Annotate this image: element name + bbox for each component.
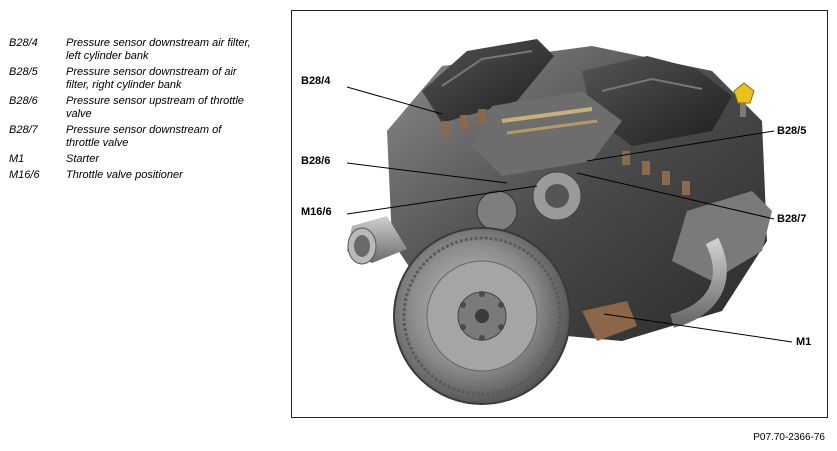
- legend-row-m1: M1 Starter: [9, 153, 269, 166]
- legend-code: B28/5: [9, 66, 38, 78]
- legend-row-m16-6: M16/6 Throttle valve positioner: [9, 169, 269, 182]
- callout-m1: M1: [796, 336, 812, 348]
- component-legend: B28/4 Pressure sensor downstream air fil…: [9, 37, 269, 185]
- callout-b28-4: B28/4: [301, 75, 331, 87]
- legend-row-b28-5: B28/5 Pressure sensor downstream of air …: [9, 66, 269, 92]
- callout-b28-7: B28/7: [777, 213, 807, 225]
- figure-reference-number: P07.70-2366-76: [753, 432, 825, 443]
- legend-row-b28-6: B28/6 Pressure sensor upstream of thrott…: [9, 95, 269, 121]
- legend-description: Starter: [66, 153, 100, 165]
- callout-b28-6: B28/6: [301, 155, 331, 167]
- engine-illustration: [346, 39, 793, 405]
- callout-b28-5: B28/5: [777, 125, 807, 137]
- legend-description: Pressure sensor downstream of air filter…: [66, 66, 237, 91]
- legend-description: Pressure sensor downstream of throttle v…: [66, 124, 222, 149]
- legend-description: Throttle valve positioner: [66, 169, 183, 181]
- leader-lines: [346, 86, 793, 343]
- legend-description: Pressure sensor upstream of throttle val…: [66, 95, 244, 120]
- legend-code: B28/4: [9, 37, 38, 49]
- legend-description: Pressure sensor downstream air filter, l…: [66, 37, 251, 62]
- flywheel: [393, 227, 571, 405]
- legend-code: B28/6: [9, 95, 38, 107]
- legend-row-b28-7: B28/7 Pressure sensor downstream of thro…: [9, 124, 269, 150]
- legend-code: M16/6: [9, 169, 40, 181]
- legend-code: M1: [9, 153, 25, 165]
- legend-row-b28-4: B28/4 Pressure sensor downstream air fil…: [9, 37, 269, 63]
- legend-code: B28/7: [9, 124, 38, 136]
- engine-figure: B28/4 B28/6 M16/6 B28/5 B28/7 M1: [291, 10, 828, 418]
- callout-m16-6: M16/6: [301, 206, 332, 218]
